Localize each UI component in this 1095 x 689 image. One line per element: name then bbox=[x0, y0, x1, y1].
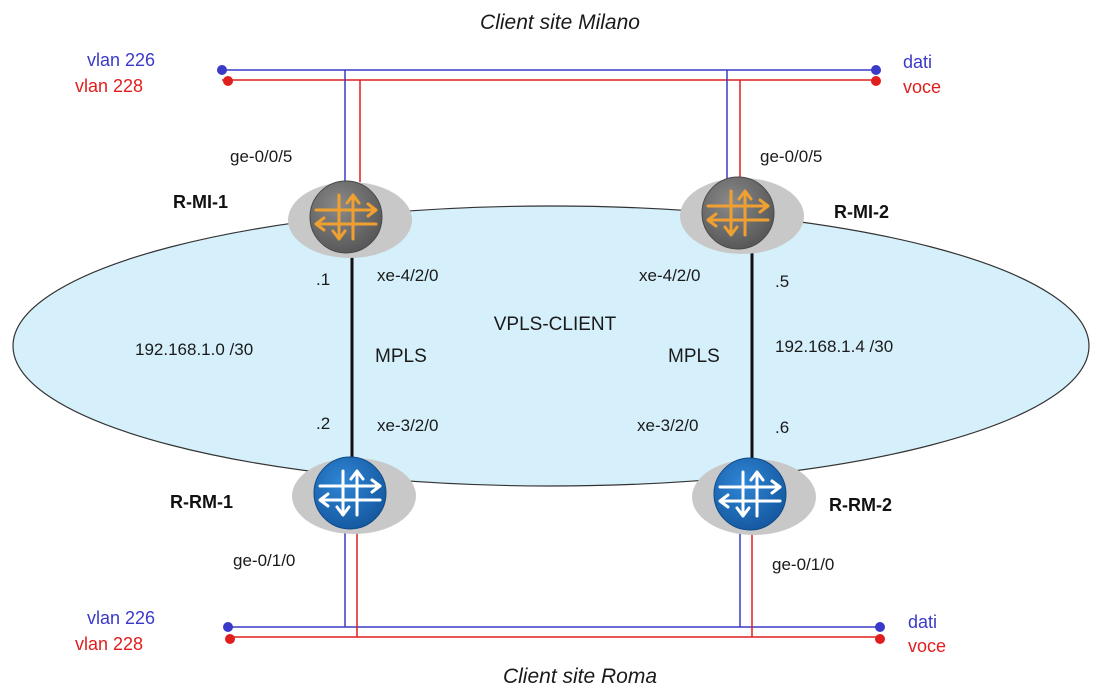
router-r-mi-2[interactable] bbox=[680, 176, 804, 254]
router-name-r-mi-2: R-MI-2 bbox=[834, 202, 889, 222]
vlan-226-endpoint-top-left bbox=[217, 65, 227, 75]
vpls-client-label: VPLS-CLIENT bbox=[494, 314, 617, 335]
core-port-r-rm-2: xe-3/2/0 bbox=[637, 416, 698, 435]
access-port-r-rm-1: ge-0/1/0 bbox=[233, 551, 295, 570]
vlan-226-endpoint-bottom-left bbox=[223, 622, 233, 632]
voce-label-top-right: voce bbox=[903, 77, 941, 97]
ip-suffix-r-mi-1: .1 bbox=[316, 270, 330, 289]
access-port-r-mi-2: ge-0/0/5 bbox=[760, 147, 822, 166]
core-port-r-mi-1: xe-4/2/0 bbox=[377, 266, 438, 285]
dati-endpoint-bottom-right bbox=[875, 622, 885, 632]
router-r-rm-1[interactable] bbox=[292, 456, 416, 534]
vlan-228-endpoint-bottom-left bbox=[225, 634, 235, 644]
access-links-roma bbox=[344, 528, 753, 637]
voce-endpoint-bottom-right bbox=[875, 634, 885, 644]
router-r-rm-2[interactable] bbox=[692, 457, 816, 535]
ip-suffix-r-mi-2: .5 bbox=[775, 272, 789, 291]
router-name-r-rm-1: R-RM-1 bbox=[170, 492, 233, 512]
mpls-label-left: MPLS bbox=[375, 346, 427, 367]
mpls-label-right: MPLS bbox=[668, 346, 720, 367]
vpls-client-cloud bbox=[12, 205, 1090, 487]
vlan-228-label-bottom-left: vlan 228 bbox=[75, 634, 143, 654]
site-title-milano: Client site Milano bbox=[480, 11, 640, 34]
dati-label-bottom-right: dati bbox=[908, 612, 937, 632]
ip-suffix-r-rm-1: .2 bbox=[316, 414, 330, 433]
voce-endpoint-top-right bbox=[871, 76, 881, 86]
vlan-228-endpoint-top-left bbox=[223, 76, 233, 86]
router-r-mi-1[interactable] bbox=[288, 180, 412, 258]
vlan-226-label-bottom-left: vlan 226 bbox=[87, 608, 155, 628]
access-port-r-rm-2: ge-0/1/0 bbox=[772, 555, 834, 574]
dati-label-top-right: dati bbox=[903, 52, 932, 72]
router-name-r-mi-1: R-MI-1 bbox=[173, 192, 228, 212]
subnet-right: 192.168.1.4 /30 bbox=[775, 337, 893, 356]
site-title-roma: Client site Roma bbox=[503, 665, 657, 688]
subnet-left: 192.168.1.0 /30 bbox=[135, 340, 253, 359]
core-port-r-rm-1: xe-3/2/0 bbox=[377, 416, 438, 435]
vlan-228-label-top-left: vlan 228 bbox=[75, 76, 143, 96]
dati-endpoint-top-right bbox=[871, 65, 881, 75]
vlan-226-label-top-left: vlan 226 bbox=[87, 50, 155, 70]
ip-suffix-r-rm-2: .6 bbox=[775, 418, 789, 437]
access-links-milano bbox=[344, 70, 741, 182]
milano-lan-bus bbox=[217, 65, 881, 86]
router-name-r-rm-2: R-RM-2 bbox=[829, 495, 892, 515]
voce-label-bottom-right: voce bbox=[908, 636, 946, 656]
roma-lan-bus bbox=[223, 622, 885, 644]
access-port-r-mi-1: ge-0/0/5 bbox=[230, 147, 292, 166]
core-port-r-mi-2: xe-4/2/0 bbox=[639, 266, 700, 285]
